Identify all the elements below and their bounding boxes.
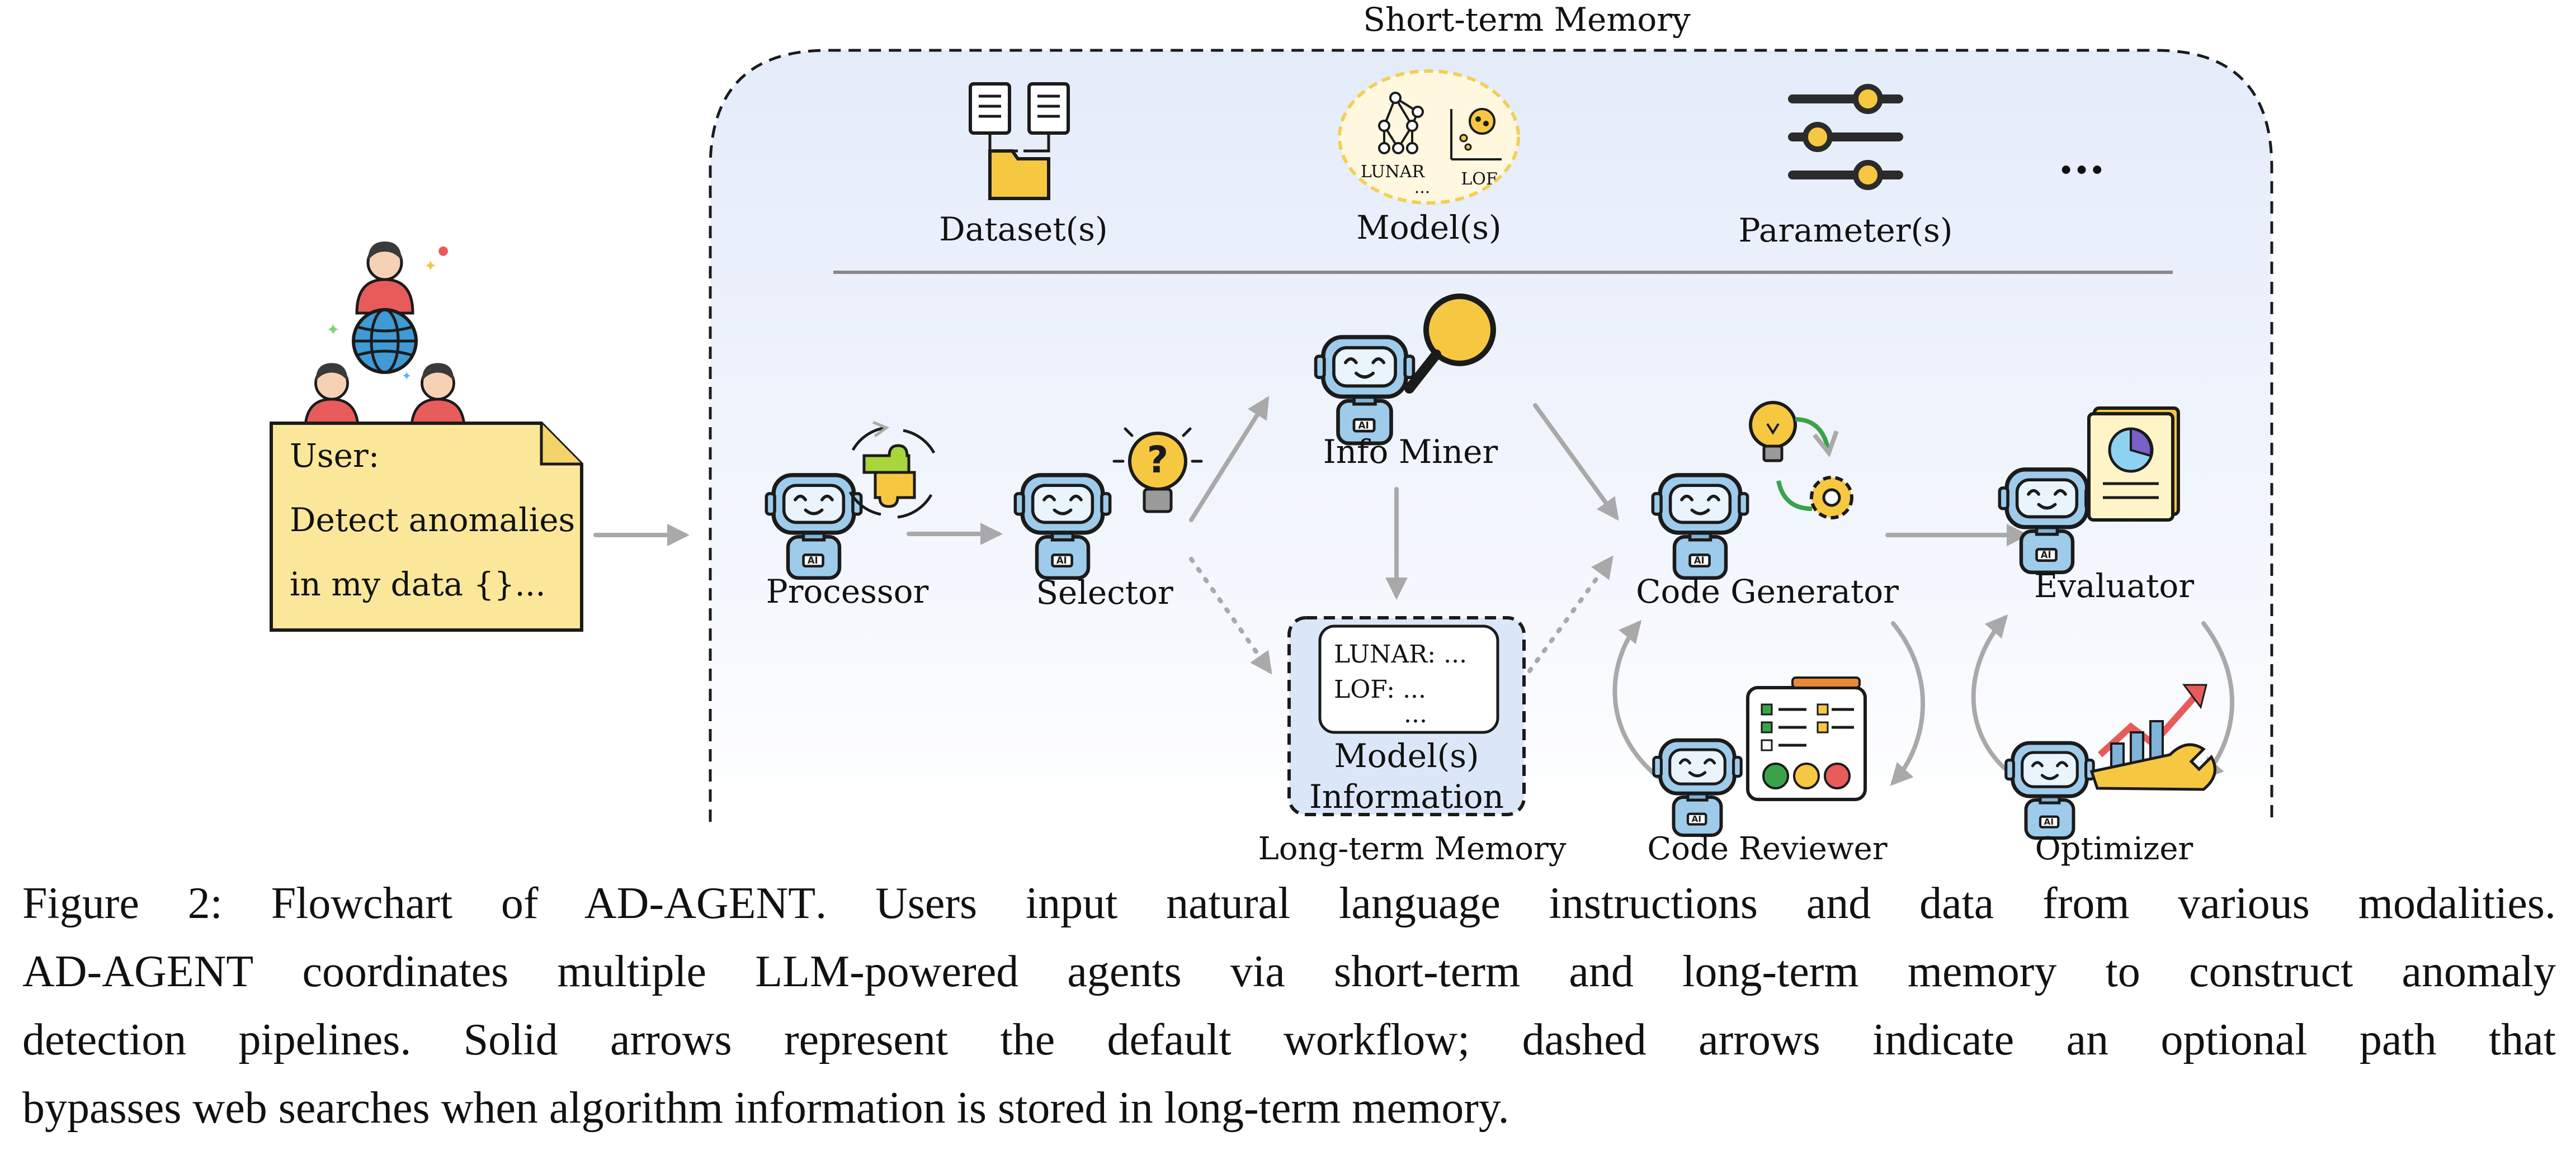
dataset-label: Dataset(s) [939,210,1107,248]
optimizer-robot-icon [2006,743,2093,838]
dashed-arrow-ltm-to-codegen [1527,555,1613,673]
svg-text:●: ● [438,244,449,258]
sliders-icon [1788,84,1903,190]
caption-line-2-smallcaps: GENT [134,947,254,996]
dashed-arrow-selector-to-ltm [1189,557,1272,675]
figure-caption: Figure 2: Flowchart of AD-AGENT. Users i… [22,869,2556,1142]
model-sublabel-lunar: LUNAR [1361,162,1425,182]
report-chart-icon [2087,406,2180,522]
arrow-optimizer-to-evaluator [1971,614,2008,771]
caption-line-1-b: . Users input natural language instructi… [815,879,2556,928]
model-sublabel-lof: LOF [1461,169,1497,189]
svg-text:?: ? [1147,438,1168,481]
short-term-memory-box [709,49,2273,822]
user-note-line-2: Detect anomalies [290,501,575,539]
model-network-icon: LUNAR LOF ... [1338,69,1520,205]
user-note-line-3: in my data {}... [290,565,546,603]
user-note-line-1: User: [290,437,379,475]
selector-label: Selector [1036,574,1173,612]
caption-line-2-a: AD-A [22,947,134,996]
arrow-selector-to-infominer [1189,396,1270,522]
user-note [270,422,583,632]
puzzle-cycle-icon [848,428,936,519]
svg-text:✦: ✦ [424,257,437,275]
code-reviewer-label: Code Reviewer [1647,831,1887,867]
growth-wrench-icon [2089,684,2216,791]
svg-text:✦: ✦ [326,320,340,340]
caption-line-2-b: coordinates multiple LLM-powered agents … [253,947,2556,996]
arrow-reviewer-to-codegen [1612,619,1660,779]
idea-gear-icon [1749,401,1853,519]
ltm-box-label-2: Information [1309,778,1504,816]
arrow-codegen-to-reviewer [1890,621,1925,786]
ltm-entry-lof: LOF: ... [1334,675,1426,704]
magnifier-icon [1404,294,1496,394]
arrow-infominer-to-codegen [1533,403,1619,521]
caption-line-4: bypasses web searches when algorithm inf… [22,1083,1509,1133]
caption-line-1-smallcaps: GENT [696,879,816,928]
review-checklist-icon [1746,676,1867,801]
info-miner-label: Info Miner [1323,433,1498,471]
caption-line-1: Figure 2: Flowchart of AD-AGENT. Users i… [22,869,2556,938]
model-sublabel-ellipsis: ... [1414,178,1431,197]
code-generator-label: Code Generator [1636,572,1899,611]
ltm-box-label-1: Model(s) [1334,737,1479,775]
parameter-label: Parameter(s) [1738,211,1952,249]
dataset-files-icon [969,82,1070,200]
short-term-memory-title: Short-term Memory [1363,1,1691,39]
caption-line-3: detection pipelines. Solid arrows repres… [22,1015,2556,1064]
long-term-memory-title: Long-term Memory [1258,831,1567,867]
model-info-card [1318,624,1499,734]
model-label: Model(s) [1356,209,1501,247]
caption-line-1-a: Figure 2: Flowchart of AD-A [22,879,696,928]
svg-text:✦: ✦ [402,370,412,384]
ltm-entry-ellipsis: ... [1404,700,1427,728]
users-globe-icon: ✦ ✦ ● ✦ [305,242,465,431]
ltm-entry-lunar: LUNAR: ... [1334,640,1467,669]
optimizer-label: Optimizer [2035,831,2193,867]
lightbulb-question-icon: ? [1112,427,1203,513]
processor-label: Processor [766,572,929,611]
caption-line-2: AD-AGENT coordinates multiple LLM-powere… [22,938,2556,1006]
more-items-ellipsis: ... [2058,131,2105,184]
evaluator-label: Evaluator [2034,567,2194,605]
